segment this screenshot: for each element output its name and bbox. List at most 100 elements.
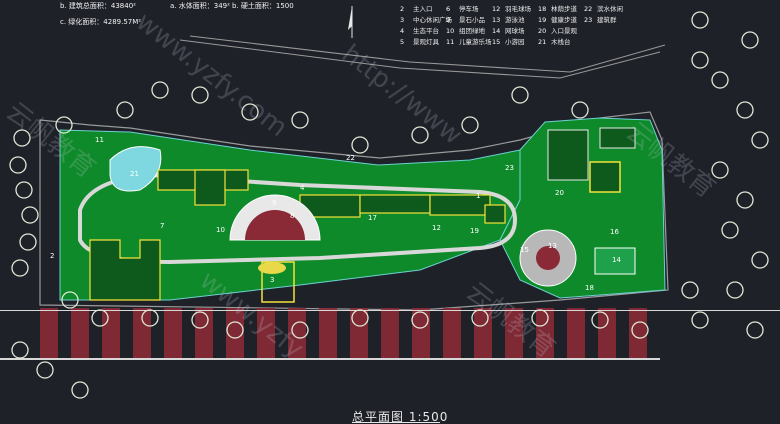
south-paving-strip — [350, 308, 368, 358]
legend-text: 木栈台 — [551, 37, 571, 46]
legend-item: 6 停车场 — [446, 3, 492, 13]
legend-number: 22 — [584, 4, 593, 13]
south-paving-strip — [381, 308, 399, 358]
tree-symbol — [691, 311, 709, 329]
legend-text: 网球场 — [505, 26, 525, 35]
legend-number: 21 — [538, 37, 547, 46]
note-building-area: b. 建筑总面积：43840² — [60, 2, 136, 10]
area-notes: b. 建筑总面积：43840² c. 绿化面积：4289.57M² — [60, 2, 141, 34]
tree-symbol — [19, 233, 37, 251]
tree-symbol — [741, 31, 759, 49]
legend-number: 2 — [400, 4, 405, 13]
tree-symbol — [15, 181, 33, 199]
legend-number: 15 — [492, 37, 501, 46]
note-water-area: a. 水体面积：349² — [170, 2, 230, 10]
tree-symbol — [726, 281, 744, 299]
building-block — [359, 194, 431, 214]
south-paving-strip — [71, 308, 89, 358]
tree-symbol — [9, 156, 27, 174]
tree-symbol — [55, 116, 73, 134]
tree-symbol — [711, 71, 729, 89]
zone-label: 1 — [476, 192, 480, 200]
legend-item: 21 木栈台 — [538, 36, 584, 46]
legend-item: 4 生态平台 — [400, 25, 446, 35]
south-paving-strip — [319, 308, 337, 358]
tree-symbol — [736, 101, 754, 119]
drawing-title: 总平面图 1:500 — [352, 410, 449, 424]
legend-number: 6 — [446, 4, 451, 13]
central-plaza-paving — [245, 210, 305, 240]
tree-symbol — [351, 309, 369, 327]
south-paving-strip — [257, 308, 275, 358]
south-paving-strip — [288, 308, 306, 358]
tree-symbol — [411, 311, 429, 329]
tree-symbol — [691, 11, 709, 29]
tree-symbol — [631, 321, 649, 339]
legend-number: 11 — [446, 37, 455, 46]
building-east-1 — [547, 129, 589, 181]
tree-symbol — [711, 161, 729, 179]
zone-label: 13 — [548, 242, 557, 250]
zone-label: 14 — [612, 256, 621, 264]
legend-text: 生态平台 — [413, 26, 439, 35]
legend-text: 组团绿地 — [459, 26, 485, 35]
tree-symbol — [151, 81, 169, 99]
tree-symbol — [691, 51, 709, 69]
tree-symbol — [11, 341, 29, 359]
tree-symbol — [746, 321, 764, 339]
legend-text: 游泳池 — [505, 15, 525, 24]
tree-symbol — [751, 251, 769, 269]
tree-symbol — [681, 281, 699, 299]
south-paving-strip — [598, 308, 616, 358]
tree-symbol — [191, 86, 209, 104]
upper-road-line-2 — [189, 35, 666, 73]
legend-text: 景观灯具 — [413, 37, 439, 46]
zone-label: 4 — [300, 184, 305, 192]
east-round-plaza-core — [536, 246, 560, 270]
legend-number: 4 — [400, 26, 405, 35]
title-underline — [352, 422, 440, 423]
zone-label: 7 — [160, 222, 164, 230]
legend-text: 停车场 — [459, 4, 479, 13]
zone-label: 23 — [505, 164, 514, 172]
tree-symbol — [411, 126, 429, 144]
legend-number: 3 — [400, 15, 405, 24]
zone-label: 8 — [290, 212, 294, 220]
tennis-court — [594, 247, 636, 275]
legend-number: 10 — [446, 26, 455, 35]
tree-symbol — [751, 131, 769, 149]
tree-symbol — [91, 309, 109, 327]
south-paving-strip — [505, 308, 523, 358]
zone-label: 10 — [216, 226, 225, 234]
tree-symbol — [461, 116, 479, 134]
south-paving-strip — [443, 308, 461, 358]
legend-number: 20 — [538, 26, 547, 35]
south-paving-strip — [40, 308, 58, 358]
tree-symbol — [191, 311, 209, 329]
water-feature — [109, 146, 162, 192]
tree-symbol — [511, 86, 529, 104]
building-block — [194, 169, 226, 206]
building-east-3 — [599, 127, 636, 149]
upper-road-line — [179, 39, 661, 79]
building-east-2 — [589, 161, 621, 193]
legend-number: 14 — [492, 26, 501, 35]
tree-symbol — [291, 321, 309, 339]
legend-text: 健康步道 — [551, 15, 577, 24]
tree-symbol — [226, 321, 244, 339]
legend-number: 18 — [538, 4, 547, 13]
south-paving-strip — [102, 308, 120, 358]
legend-number: 23 — [584, 15, 593, 24]
